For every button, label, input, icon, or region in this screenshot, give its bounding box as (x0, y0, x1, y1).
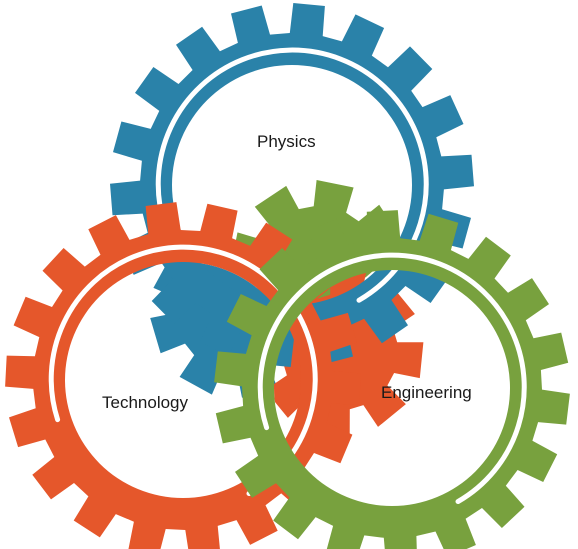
engineering-label: Engineering (381, 383, 472, 402)
physics-gear (110, 3, 474, 367)
technology-label: Technology (102, 393, 189, 412)
physics-label: Physics (257, 132, 316, 151)
technology-gear-swirl (48, 244, 318, 497)
engineering-gear-ring (214, 210, 570, 549)
engineering-gear-swirl (257, 252, 527, 505)
engineering-gear (214, 210, 570, 549)
physics-gear-swirl (155, 47, 429, 303)
physics-gear-ring (110, 3, 474, 367)
